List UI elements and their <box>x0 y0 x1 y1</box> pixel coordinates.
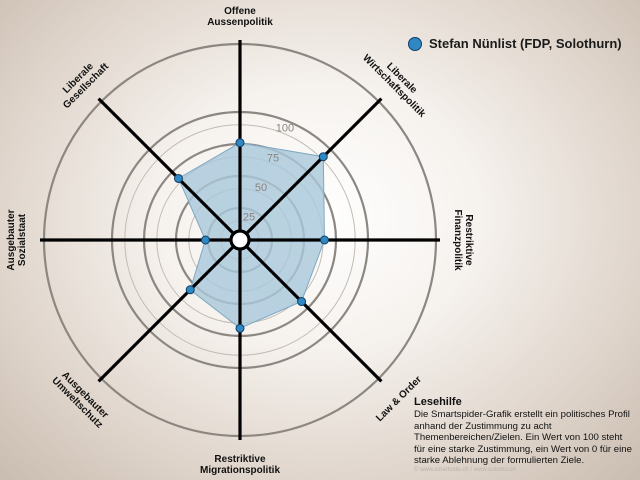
axis-label-2: RestriktiveFinanzpolitik <box>452 209 474 271</box>
footer-credit: © www.smartvote.ch / www.sotomo.ch <box>414 467 516 473</box>
data-point-4 <box>235 323 245 333</box>
ring-label-25: 25 <box>243 212 255 224</box>
legend: Stefan Nünlist (FDP, Solothurn) <box>408 36 622 51</box>
data-point-3 <box>297 297 307 307</box>
center-hub <box>229 229 251 251</box>
ring-label-75: 75 <box>267 152 279 164</box>
data-point-7 <box>173 173 183 183</box>
reading-help-text: Die Smartspider-Grafik erstellt ein poli… <box>414 409 632 467</box>
legend-marker <box>408 36 422 51</box>
spoke-3 <box>238 238 383 383</box>
reading-help: Lesehilfe Die Smartspider-Grafik erstell… <box>414 396 636 467</box>
ring-label-100: 100 <box>276 123 294 135</box>
spoke-5 <box>97 238 242 383</box>
ring-label-50: 50 <box>255 182 267 194</box>
spoke-7 <box>97 97 242 242</box>
axis-label-6: AusgebauterSozialstaat <box>6 209 28 270</box>
data-point-0 <box>235 138 245 148</box>
legend-label: Stefan Nünlist (FDP, Solothurn) <box>429 36 622 51</box>
reading-help-title: Lesehilfe <box>414 396 462 408</box>
data-point-2 <box>319 235 329 245</box>
spoke-1 <box>238 97 383 242</box>
data-point-1 <box>318 152 328 162</box>
data-point-5 <box>185 285 195 295</box>
data-point-6 <box>200 235 210 245</box>
